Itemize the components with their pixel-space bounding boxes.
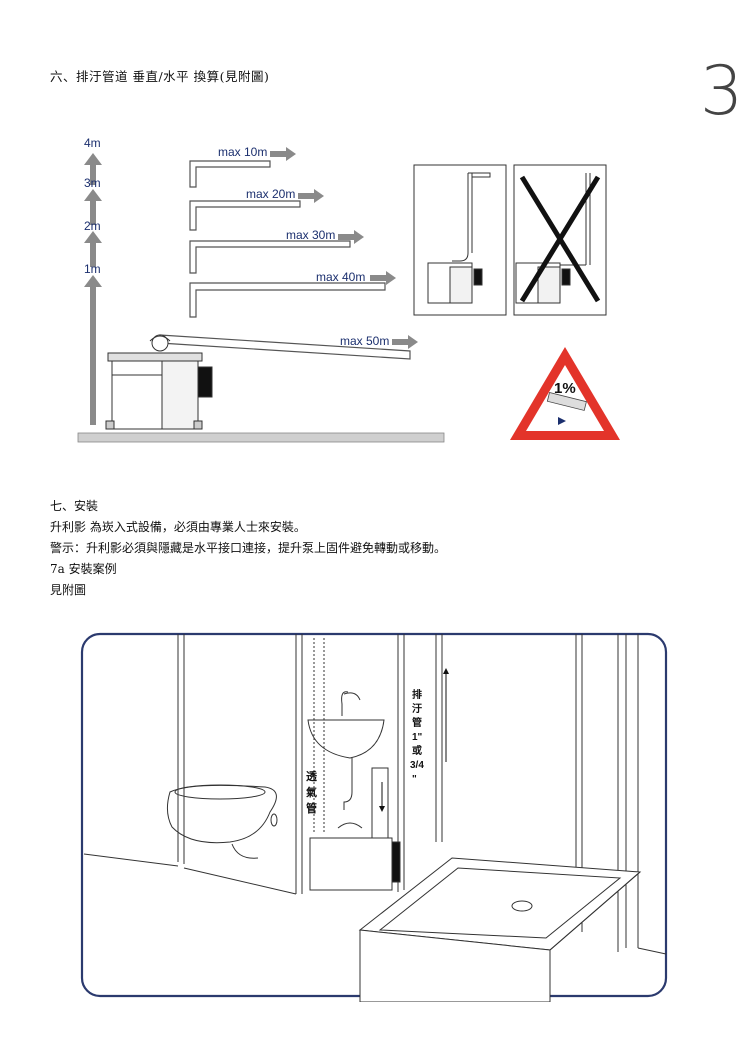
room-lines <box>83 634 667 1002</box>
see-figure-note: 見附圖 <box>50 583 87 597</box>
correct-install-panel <box>413 164 507 316</box>
section-6-heading: 六、排汙管道 垂直/水平 換算(見附圖) <box>50 69 270 84</box>
vent-label-1: 氣 <box>306 785 317 799</box>
incorrect-install-panel <box>513 164 607 316</box>
distance-label-50m: max 50m <box>340 334 389 348</box>
distance-label-40m: max 40m <box>316 270 365 284</box>
slope-warning-sign <box>510 347 620 440</box>
section-7-heading: 七、安裝 <box>50 499 99 513</box>
pipe-shapes <box>189 160 386 318</box>
height-arrows <box>84 153 102 425</box>
height-label-4m: 4m <box>84 136 101 150</box>
install-note: 升利影 為崁入式設備，必須由專業人士來安裝。 <box>50 520 306 534</box>
section-7: 七、安裝 升利影 為崁入式設備，必須由專業人士來安裝。 警示：升利影必須與隱藏是… <box>50 496 446 601</box>
install-warning: 警示：升利影必須與隱藏是水平接口連接，提升泵上固件避免轉動或移動。 <box>50 541 447 555</box>
vent-label-0: 透 <box>306 770 318 783</box>
distance-label-20m: max 20m <box>246 187 295 201</box>
vent-label-2: 管 <box>306 801 317 815</box>
drain-label-3: 1" <box>412 732 423 743</box>
height-label-2m: 2m <box>84 219 101 233</box>
height-label-3m: 3m <box>84 176 101 190</box>
drain-label-2: 管 <box>412 716 422 729</box>
drain-label-5: 3/4 <box>410 760 424 771</box>
distance-label-30m: max 30m <box>286 228 335 242</box>
flow-arrows <box>379 668 449 812</box>
install-example-title: 7a 安裝案例 <box>50 562 117 576</box>
vent-pipe-label: 透 氣 管 <box>306 770 318 815</box>
drain-label-6: " <box>412 774 417 785</box>
slope-percent-label: 1% <box>554 380 576 397</box>
drain-pipe-label: 排 汙 管 1" 或 3/4 " <box>410 688 424 785</box>
drain-label-1: 汙 <box>412 702 422 715</box>
floor <box>77 432 445 443</box>
drain-label-4: 或 <box>412 744 422 757</box>
pipe-conversion-figure: 4m 3m 2m 1m max 10m max 20m max 30m max … <box>77 136 620 443</box>
page-number: 3 <box>700 52 744 131</box>
drain-label-0: 排 <box>412 688 422 701</box>
distance-arrows <box>270 147 418 349</box>
distance-label-10m: max 10m <box>218 145 267 159</box>
pump-unit <box>105 334 213 430</box>
height-label-1m: 1m <box>84 262 101 276</box>
installation-example-figure: 透 氣 管 排 汙 管 1" 或 3/4 " <box>80 632 668 1002</box>
